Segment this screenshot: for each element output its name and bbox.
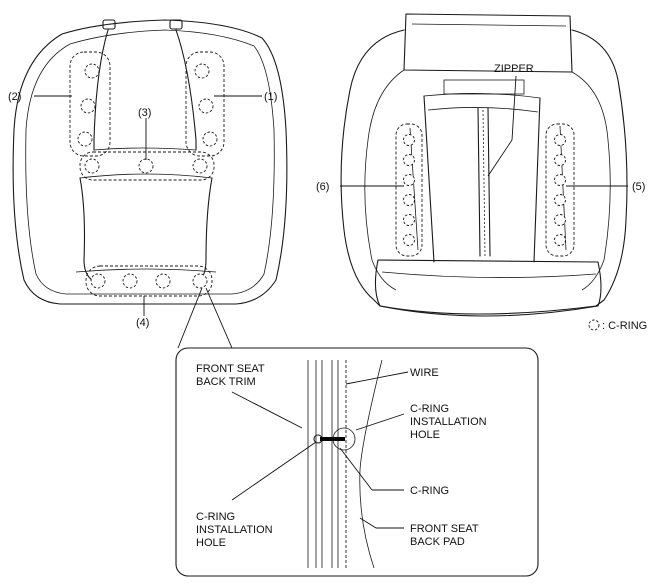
callout-2: (2) <box>8 91 21 103</box>
c-ring <box>202 131 218 147</box>
seat-back-right-view: (6) (5) ZIPPER : C-RING <box>316 13 647 332</box>
c-ring-group-5 <box>545 123 575 257</box>
c-ring <box>90 273 106 289</box>
c-ring-group-2 <box>69 51 111 157</box>
seat-back-left-view: (2) (1) (3) (4) <box>8 19 288 329</box>
c-ring <box>80 98 96 114</box>
c-ring-installation-hole-label-left: C-RING INSTALLATION HOLE <box>196 511 276 549</box>
callout-1: (1) <box>264 91 277 103</box>
front-seat-back-pad-label: FRONT SEAT BACK PAD <box>410 523 482 548</box>
c-ring-group-1 <box>185 51 225 157</box>
callout-5: (5) <box>632 181 645 193</box>
callout-3: (3) <box>138 107 151 119</box>
c-ring-group-6 <box>395 123 423 257</box>
c-ring <box>554 194 566 206</box>
detail-frame <box>175 347 539 577</box>
c-ring <box>84 63 100 79</box>
legend-label: : C-RING <box>602 320 647 332</box>
c-ring-legend-icon <box>588 319 600 331</box>
c-ring <box>138 158 154 174</box>
c-ring <box>122 273 138 289</box>
callout-6: (6) <box>316 181 329 193</box>
c-ring-label: C-RING <box>410 485 449 497</box>
c-ring <box>554 174 566 186</box>
c-ring <box>192 273 208 289</box>
c-ring <box>403 194 415 206</box>
c-ring <box>84 158 100 174</box>
c-ring <box>403 174 415 186</box>
c-ring <box>403 234 415 246</box>
c-ring <box>554 234 566 246</box>
c-ring <box>194 63 210 79</box>
detail-view: FRONT SEAT BACK TRIM WIRE C-RING INSTALL… <box>175 287 539 577</box>
c-ring <box>192 158 208 174</box>
c-ring <box>155 273 171 289</box>
front-seat-back-trim-label: FRONT SEAT BACK TRIM <box>196 363 268 388</box>
c-ring <box>403 134 415 146</box>
c-ring <box>198 98 214 114</box>
c-ring <box>403 154 415 166</box>
c-ring <box>77 131 93 147</box>
zipper-label: ZIPPER <box>494 63 534 75</box>
c-ring-group-4 <box>85 265 213 297</box>
c-ring <box>403 214 415 226</box>
callout-4: (4) <box>136 317 149 329</box>
c-ring <box>554 154 566 166</box>
wire-label: WIRE <box>410 367 439 379</box>
c-ring-installation-hole-label-right: C-RING INSTALLATION HOLE <box>410 403 490 441</box>
c-ring <box>554 134 566 146</box>
c-ring <box>554 214 566 226</box>
